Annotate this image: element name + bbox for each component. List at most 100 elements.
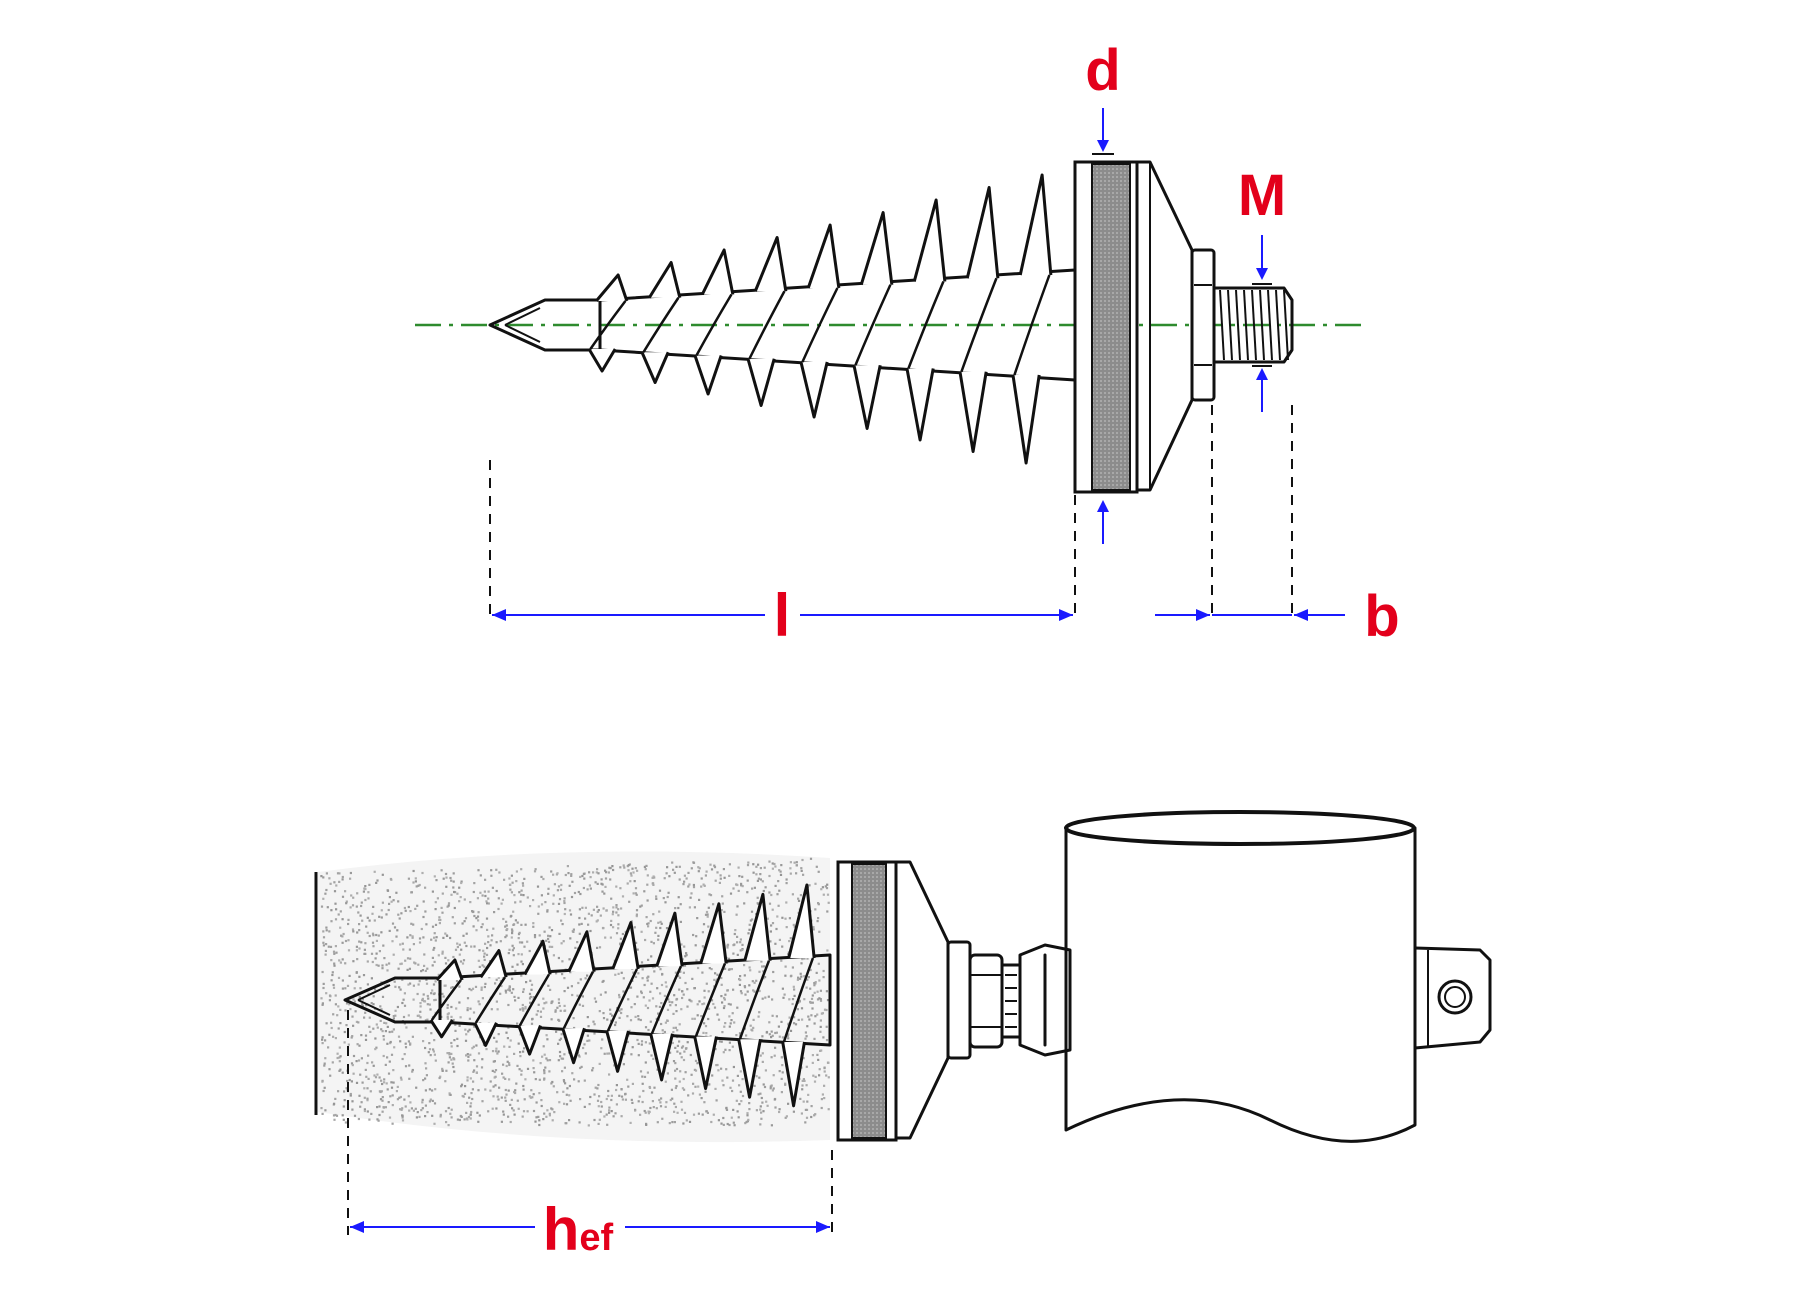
speckle-dot [557,1059,560,1062]
speckle-dot [701,931,704,934]
speckle-dot [464,917,468,920]
speckle-dot [506,928,509,931]
speckle-dot [799,972,802,975]
speckle-dot [368,1118,371,1121]
speckle-dot [603,1115,606,1118]
speckle-dot [384,1106,387,1109]
speckle-dot [797,899,801,902]
speckle-dot [624,1098,627,1101]
speckle-dot [750,910,754,913]
speckle-dot [494,1050,498,1053]
speckle-dot [524,1007,527,1010]
speckle-dot [388,929,391,932]
speckle-dot [424,910,427,913]
speckle-dot [578,1003,581,1006]
speckle-dot [512,1109,515,1112]
speckle-dot [609,923,613,927]
speckle-dot [496,1095,499,1098]
speckle-dot [652,882,655,885]
speckle-dot [471,1088,474,1091]
speckle-dot [528,1095,531,1098]
speckle-dot [657,921,660,924]
speckle-dot [517,996,520,999]
thread-flank-lower [640,351,670,384]
speckle-dot [421,1101,424,1104]
speckle-dot [792,1110,795,1113]
speckle-dot [650,982,653,985]
speckle-dot [537,905,540,908]
speckle-dot [469,1053,472,1056]
thread-flank-lower [781,1041,806,1108]
speckle-dot [450,986,453,989]
speckle-dot [563,990,566,993]
speckle-dot [332,1035,335,1038]
speckle-dot [497,1050,500,1053]
speckle-dot [599,1110,602,1113]
speckle-dot [741,1078,744,1081]
speckle-dot [338,1056,341,1059]
speckle-dot [406,968,409,971]
label-hef-main: h [543,1196,580,1263]
speckle-dot [652,875,655,878]
speckle-dot [485,953,489,956]
speckle-dot [414,962,417,965]
speckle-dot [370,952,374,955]
speckle-dot [563,1004,566,1007]
speckle-dot [681,990,684,993]
speckle-dot [607,871,610,874]
speckle-dot [466,1079,469,1082]
thread-helix [650,965,683,1035]
speckle-dot [692,861,695,864]
speckle-dot [799,1097,802,1100]
speckle-dot [351,1108,354,1111]
speckle-dot [495,941,498,944]
speckle-dot [522,884,525,887]
speckle-dot [349,1008,352,1011]
speckle-dot [690,1073,693,1076]
speckle-dot [726,943,730,946]
speckle-dot [565,1122,568,1125]
speckle-dot [323,1062,326,1065]
speckle-dot [692,933,695,937]
speckle-dot [757,863,760,866]
speckle-dot [570,985,573,988]
speckle-dot [342,1105,345,1108]
speckle-dot [470,1110,473,1114]
speckle-dot [383,957,386,960]
speckle-dot [802,1100,805,1103]
speckle-dot [797,1018,800,1021]
speckle-dot [771,867,774,870]
speckle-dot [546,909,549,912]
speckle-dot [371,960,374,964]
speckle-dot [422,993,425,996]
speckle-dot [560,919,563,922]
speckle-dot [520,960,523,963]
speckle-dot [819,989,822,992]
speckle-dot [664,1021,667,1024]
speckle-dot [338,1060,341,1063]
speckle-dot [662,897,665,900]
speckle-dot [683,964,687,967]
speckle-dot [614,1112,617,1115]
speckle-dot [728,874,731,877]
speckle-dot [343,1090,346,1093]
speckle-dot [471,1097,474,1101]
speckle-dot [433,932,436,935]
speckle-dot [680,1008,683,1011]
speckle-dot [473,945,476,948]
speckle-dot [803,957,806,960]
speckle-dot [647,922,650,925]
speckle-dot [583,1043,586,1046]
speckle-dot [535,1013,538,1016]
speckle-dot [738,1103,741,1106]
speckle-dot [553,1111,556,1114]
speckle-dot [733,1124,736,1127]
speckle-dot [409,957,412,960]
speckle-dot [417,983,420,986]
speckle-dot [787,1033,790,1036]
speckle-dot [664,1105,667,1108]
speckle-dot [428,1088,431,1091]
speckle-dot [330,1021,333,1024]
speckle-dot [652,1057,655,1060]
speckle-dot [795,872,798,875]
